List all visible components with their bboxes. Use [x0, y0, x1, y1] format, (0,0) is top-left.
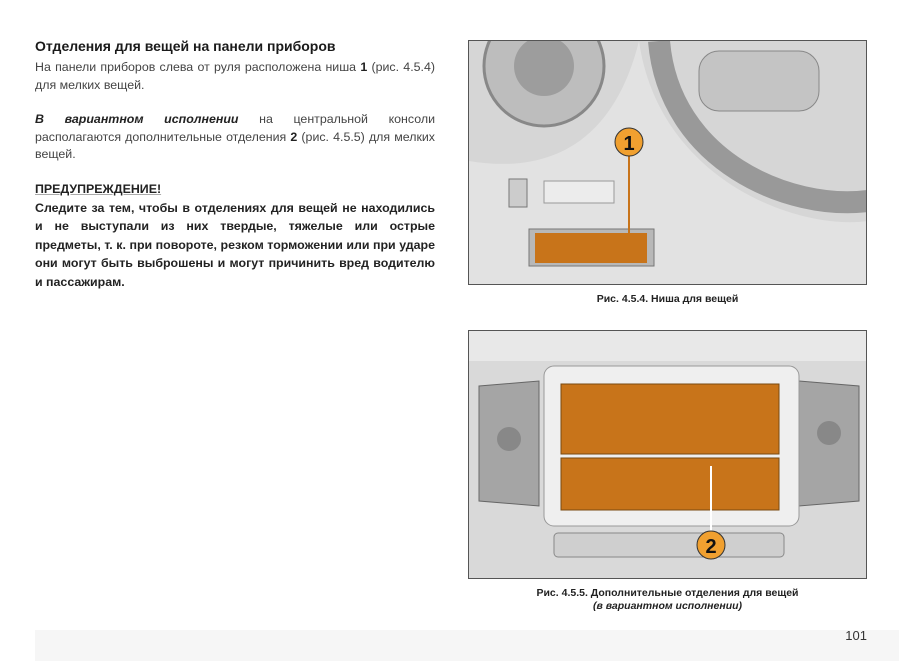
figure-1-caption: Рис. 4.5.4. Ниша для вещей	[596, 293, 739, 305]
page-footer	[35, 630, 899, 661]
paragraph-2: В вариантном исполнении на центральной к…	[35, 111, 435, 164]
text-column: Отделения для вещей на панели приборов Н…	[35, 38, 435, 292]
callout-1-label: 1	[623, 133, 634, 155]
console-illustration: 2	[469, 331, 866, 578]
niche-compartment	[535, 233, 647, 263]
callout-2-label: 2	[705, 536, 716, 558]
ref-number: 1	[360, 60, 368, 74]
upper-compartment	[560, 383, 780, 455]
page-number: 101	[845, 628, 867, 643]
lower-compartment	[560, 457, 780, 511]
figure-2-caption: Рис. 4.5.5. Дополнительные отделения для…	[468, 587, 867, 613]
callout-2-marker	[696, 530, 726, 560]
steering-wheel	[648, 41, 866, 214]
button-panel	[553, 532, 785, 558]
figure-dashboard-niche: 1	[468, 40, 867, 285]
figure-console-compartments: 2	[468, 330, 867, 579]
text: На панели приборов слева от руля располо…	[35, 60, 361, 74]
paragraph-1: На панели приборов слева от руля располо…	[35, 59, 435, 94]
emphasis: В вариантном исполнении	[35, 112, 239, 127]
ref-number: 2	[290, 129, 298, 144]
text: (рис. 4.5.5) для мелких вещей.	[35, 129, 436, 162]
dashboard-illustration: 1	[469, 41, 866, 284]
section-title: Отделения для вещей на панели приборов	[35, 38, 336, 54]
warning-title: ПРЕДУПРЕЖДЕНИЕ!	[35, 181, 162, 196]
warning-text: Следите за тем, чтобы в отделениях для в…	[35, 200, 435, 289]
caption-line: Рис. 4.5.5. Дополнительные отделения для…	[536, 587, 799, 599]
text: на центральной консоли располагаются доп…	[35, 112, 435, 144]
caption-sub: (в вариантном исполнении)	[592, 600, 743, 612]
text: (рис. 4.5.4) для мелких вещей.	[35, 60, 435, 92]
callout-1-marker	[614, 127, 644, 157]
